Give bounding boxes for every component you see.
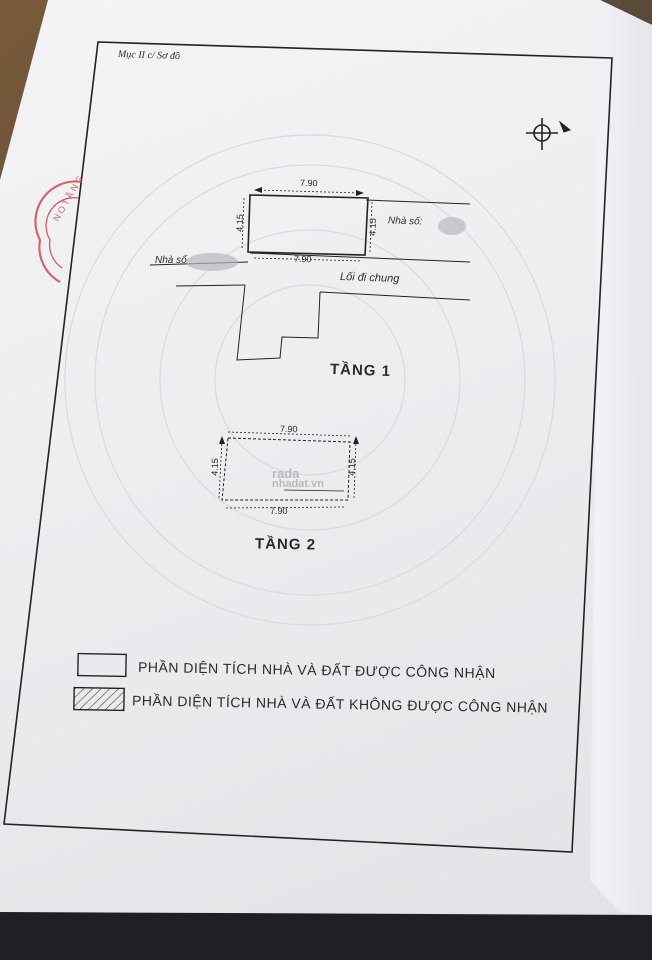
floor1-title: TẦNG 1 xyxy=(329,360,392,381)
stamp-icon: N O T Ầ N G xyxy=(34,174,85,283)
watermark: rada nhadat.vn xyxy=(272,466,324,490)
floor1-depth-left: 4.15 xyxy=(234,214,246,232)
legend-recognized-swatch xyxy=(77,652,127,678)
background-seal xyxy=(64,134,556,626)
floor2-building-outline xyxy=(221,437,351,501)
floor2-width-bottom: 7.90 xyxy=(270,506,288,516)
floor2-width-top: 7.90 xyxy=(279,423,298,435)
floor1-plan xyxy=(149,187,471,361)
document-page-edge xyxy=(590,0,652,915)
page-frame xyxy=(3,41,613,853)
floor1-width-top: 7.90 xyxy=(299,177,318,189)
section-label: Mục II c/ Sơ đồ xyxy=(117,48,181,63)
watermark-line2: nhadat.vn xyxy=(272,478,324,490)
floor2-depth-right: 4.15 xyxy=(346,458,358,476)
neighbor-label-right: Nhà số: xyxy=(387,215,423,228)
legend-not-recognized-swatch xyxy=(73,686,125,712)
floor2-depth-left: 4.15 xyxy=(209,458,221,476)
redacted-address-left xyxy=(186,253,238,271)
north-arrow-icon xyxy=(526,118,572,150)
redacted-address-right xyxy=(438,217,466,235)
neighbor-label-left: Nhà số xyxy=(155,255,187,266)
floor2-title: TẦNG 2 xyxy=(254,535,317,554)
watermark-line1: rada xyxy=(272,466,300,481)
floor1-width-bottom: 7.90 xyxy=(293,253,312,265)
floor1-depth-right: 4.15 xyxy=(367,218,379,236)
floor2-plan xyxy=(218,431,359,509)
floor1-building-outline xyxy=(247,194,369,256)
common-path-label: Lối đi chung xyxy=(339,270,400,286)
